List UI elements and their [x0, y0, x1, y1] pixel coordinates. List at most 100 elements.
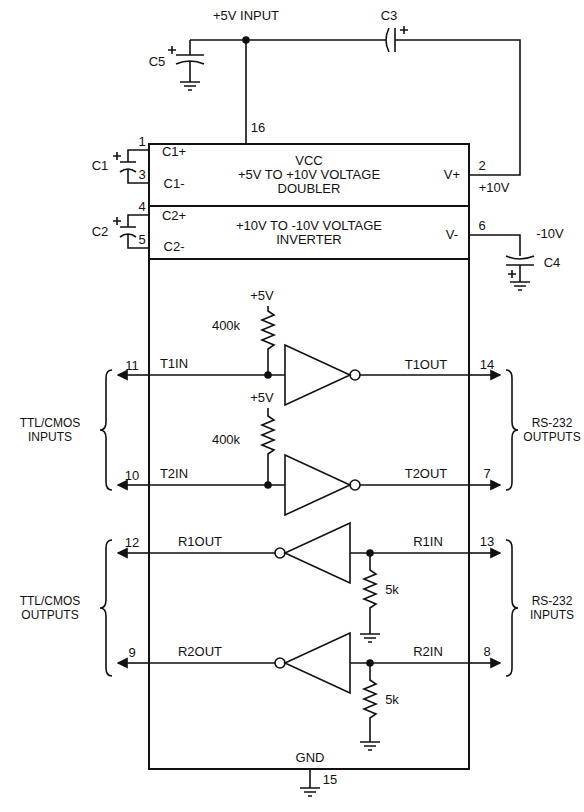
supply-wire [190, 40, 520, 175]
pin-number: 10 [125, 469, 139, 483]
pin-wire [470, 662, 500, 664]
voltage-label: +5V [250, 289, 274, 303]
pin-wire [118, 374, 148, 376]
pin-number: 14 [480, 358, 494, 372]
resistor-symbol [262, 306, 274, 375]
capacitor-symbol [168, 46, 176, 54]
signal-wire [265, 372, 271, 378]
pin-number: 7 [483, 467, 490, 481]
buffer-symbol [350, 480, 360, 490]
group-label: TTL/CMOS INPUTS [6, 416, 94, 444]
block-function: +10V TO -10V VOLTAGE INVERTER [224, 219, 394, 247]
group-label: RS-232 INPUTS [522, 594, 582, 622]
capacitor-symbol [508, 270, 516, 278]
signal-wire [265, 482, 271, 488]
pin-number: 11 [125, 359, 139, 373]
function-band: +10V TO -10V VOLTAGE INVERTER [150, 207, 468, 260]
ground-symbol [360, 630, 380, 642]
supply-wire [243, 37, 249, 43]
bracket [100, 370, 518, 676]
resistor-symbol [364, 663, 376, 740]
pin-name: C1+ [162, 145, 186, 159]
pin-name: R1IN [413, 535, 443, 549]
capacitor-name: C5 [149, 55, 166, 69]
resistor-value: 400k [212, 319, 240, 333]
capacitor-symbol [113, 217, 121, 225]
bracket [506, 370, 518, 490]
resistor-symbol [262, 408, 274, 485]
ic-package: GND VCC+5V TO +10V VOLTAGE DOUBLER +10V TO… [148, 143, 470, 770]
buffer-symbol [275, 548, 285, 558]
capacitor-symbol [113, 26, 534, 282]
pin-number: 8 [483, 645, 490, 659]
pin-number: 12 [125, 536, 139, 550]
pin-name: C2- [164, 240, 185, 254]
buffer-symbol [285, 633, 350, 693]
pin-name: R2OUT [178, 645, 222, 659]
pin-wire [470, 552, 500, 554]
pin-name: V+ [444, 168, 460, 182]
pin-number: 5 [138, 233, 145, 247]
buffer-symbol [275, 658, 285, 668]
pin-number: 6 [478, 219, 485, 233]
capacitor-symbol [120, 150, 148, 183]
capacitor-symbol [176, 40, 204, 82]
pin-name: T1IN [160, 357, 188, 371]
pin-number: 4 [138, 200, 145, 214]
buffer-symbol [285, 523, 350, 583]
pin-name: R2IN [413, 645, 443, 659]
pin-name: R1OUT [178, 535, 222, 549]
ground-symbol [360, 740, 380, 750]
signal-wire [367, 660, 373, 666]
function-band: VCC+5V TO +10V VOLTAGE DOUBLER [150, 145, 468, 207]
ground-symbol [180, 82, 530, 796]
capacitor-symbol [400, 26, 408, 34]
bracket [506, 540, 518, 676]
capacitor-symbol [113, 152, 121, 160]
pin-wire [118, 375, 500, 663]
pin-wire [118, 552, 148, 554]
voltage-label: +10V [479, 181, 510, 195]
resistor-value: 400k [212, 433, 240, 447]
buffer-symbol [275, 345, 360, 693]
pin-name: T2IN [160, 467, 188, 481]
supply-label: +5V INPUT [213, 9, 279, 23]
pin-name: T2OUT [405, 467, 448, 481]
buffer-symbol [285, 345, 350, 405]
pin-wire [118, 484, 148, 486]
pin-name: C2+ [162, 209, 186, 223]
voltage-label: -10V [536, 227, 563, 241]
capacitor-name: C1 [92, 159, 109, 173]
pin-name: T1OUT [405, 358, 448, 372]
voltage-label: +5V [250, 391, 274, 405]
resistor-value: 5k [385, 693, 399, 707]
capacitor-name: C4 [544, 256, 561, 270]
block-function: +5V TO +10V VOLTAGE DOUBLER [224, 168, 394, 196]
pin-wire [470, 374, 500, 376]
pin-number: 1 [138, 135, 145, 149]
capacitor-name: C2 [92, 225, 109, 239]
pin-number: 9 [128, 646, 135, 660]
pin-number: 13 [480, 535, 494, 549]
group-label: TTL/CMOS OUTPUTS [6, 594, 94, 622]
pin-number: 3 [138, 168, 145, 182]
signal-wire [148, 553, 470, 663]
pin-name: C1- [164, 177, 185, 191]
supply-wire [190, 37, 520, 175]
pin-name: V- [446, 228, 458, 242]
resistor-symbol [262, 306, 376, 740]
supply-pin-name: VCC [295, 154, 322, 168]
group-label: RS-232 OUTPUTS [522, 416, 582, 444]
signal-wire [367, 550, 373, 556]
ground-symbol [180, 82, 200, 90]
pin-number: 15 [323, 773, 337, 787]
signal-wire [148, 375, 470, 485]
resistor-symbol [364, 553, 376, 630]
resistor-value: 5k [385, 583, 399, 597]
signal-wire [148, 372, 470, 666]
capacitor-symbol [120, 215, 148, 248]
bracket [100, 540, 112, 676]
ground-pin-name: GND [270, 751, 350, 765]
pin-wire [470, 484, 500, 486]
